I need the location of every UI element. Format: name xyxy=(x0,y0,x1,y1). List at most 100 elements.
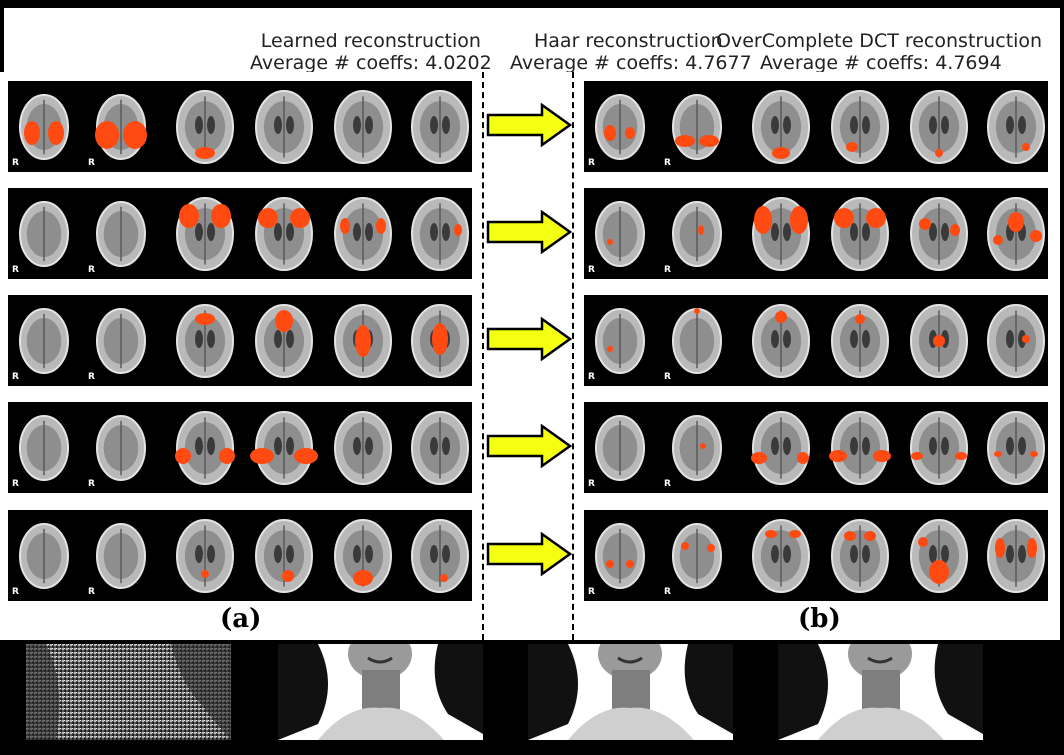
activation-region xyxy=(855,314,865,324)
activation-region xyxy=(844,531,856,541)
orientation-mark: R xyxy=(588,158,595,168)
brain-slice xyxy=(176,519,234,593)
activation-region xyxy=(933,335,945,347)
brain-slice xyxy=(19,415,69,481)
brain-slice xyxy=(255,411,313,485)
face-image-3-graphic xyxy=(528,644,733,740)
brain-slice xyxy=(595,415,645,481)
activation-region xyxy=(834,208,854,228)
brain-slice xyxy=(176,304,234,378)
activation-region xyxy=(1022,335,1030,343)
brain-slice xyxy=(19,201,69,267)
panel-b-row-graphic xyxy=(595,411,1045,485)
brain-slice xyxy=(255,304,313,378)
brain-slice xyxy=(411,411,469,485)
activation-region xyxy=(282,570,294,582)
dct-coeffs: Average # coeffs: 4.7694 xyxy=(760,52,1002,74)
activation-region xyxy=(994,451,1002,457)
activation-region xyxy=(675,135,695,147)
orientation-mark: R xyxy=(12,158,19,168)
right-arrow-icon xyxy=(486,209,573,255)
activation-region xyxy=(918,537,928,547)
brain-slice xyxy=(672,308,722,374)
orientation-mark: R xyxy=(12,587,19,597)
activation-region xyxy=(123,121,147,149)
activation-region xyxy=(353,570,373,586)
brain-slice xyxy=(595,201,645,267)
activation-region xyxy=(694,308,700,314)
brain-slice xyxy=(19,308,69,374)
brain-slice xyxy=(910,411,968,485)
brain-slice xyxy=(334,411,392,485)
activation-region xyxy=(432,323,448,355)
learned-title: Learned reconstruction xyxy=(260,30,481,52)
activation-region xyxy=(919,218,931,230)
activation-region xyxy=(699,135,719,147)
face-image-2 xyxy=(278,644,483,740)
brain-slice xyxy=(96,201,146,267)
dct-header: OverComplete DCT reconstruction Average … xyxy=(716,30,1042,74)
learned-coeffs: Average # coeffs: 4.0202 xyxy=(250,52,492,74)
right-arrow-icon xyxy=(486,531,573,577)
brain-slice xyxy=(987,304,1045,378)
activation-region xyxy=(864,531,876,541)
brain-slice xyxy=(752,411,810,485)
activation-region xyxy=(250,448,274,464)
activation-region xyxy=(846,142,858,152)
activation-region xyxy=(789,530,801,538)
right-arrow-icon xyxy=(486,102,573,148)
panel-b-row-graphic xyxy=(595,197,1045,271)
activation-region xyxy=(955,452,967,460)
activation-region xyxy=(1027,538,1037,558)
activation-region xyxy=(681,542,689,550)
brain-slice xyxy=(595,308,645,374)
activation-region xyxy=(340,218,350,234)
activation-region xyxy=(195,147,215,159)
activation-region xyxy=(604,125,616,141)
activation-region xyxy=(772,147,790,159)
orientation-mark: R xyxy=(12,479,19,489)
brain-slice xyxy=(595,94,645,160)
arrow-2 xyxy=(486,209,573,255)
activation-region xyxy=(201,570,209,578)
brain-slice xyxy=(595,523,645,589)
arrow-5 xyxy=(486,531,573,577)
orientation-mark: R xyxy=(12,265,19,275)
panel-a-row-graphic xyxy=(19,197,469,271)
activation-region xyxy=(175,448,191,464)
activation-region xyxy=(873,450,891,462)
activation-region xyxy=(995,538,1005,558)
activation-region xyxy=(179,204,199,228)
activation-region xyxy=(698,225,704,235)
brain-slice xyxy=(411,90,469,164)
activation-region xyxy=(1030,230,1042,242)
brain-slice xyxy=(19,523,69,589)
activation-region xyxy=(935,149,943,157)
activation-region xyxy=(829,450,847,462)
orientation-mark: R xyxy=(88,372,95,382)
brain-slice xyxy=(752,304,810,378)
brain-slice xyxy=(831,411,889,485)
activation-region xyxy=(24,121,40,145)
brain-slice xyxy=(334,519,392,593)
orientation-mark: R xyxy=(88,265,95,275)
haar-title: Haar reconstruction xyxy=(534,30,723,52)
activation-region xyxy=(929,560,949,584)
brain-slice xyxy=(910,90,968,164)
orientation-mark: R xyxy=(88,158,95,168)
activation-region xyxy=(626,560,634,568)
brain-slice xyxy=(672,415,722,481)
panel-a-row-graphic xyxy=(19,90,469,164)
activation-region xyxy=(211,204,231,228)
activation-region xyxy=(95,121,119,149)
brain-slice xyxy=(987,519,1045,593)
haar-coeffs: Average # coeffs: 4.7677 xyxy=(510,52,752,74)
face-image-4 xyxy=(778,644,983,740)
activation-region xyxy=(219,448,235,464)
orientation-mark: R xyxy=(88,479,95,489)
face-image-4-graphic xyxy=(778,644,983,740)
activation-region xyxy=(290,208,310,228)
